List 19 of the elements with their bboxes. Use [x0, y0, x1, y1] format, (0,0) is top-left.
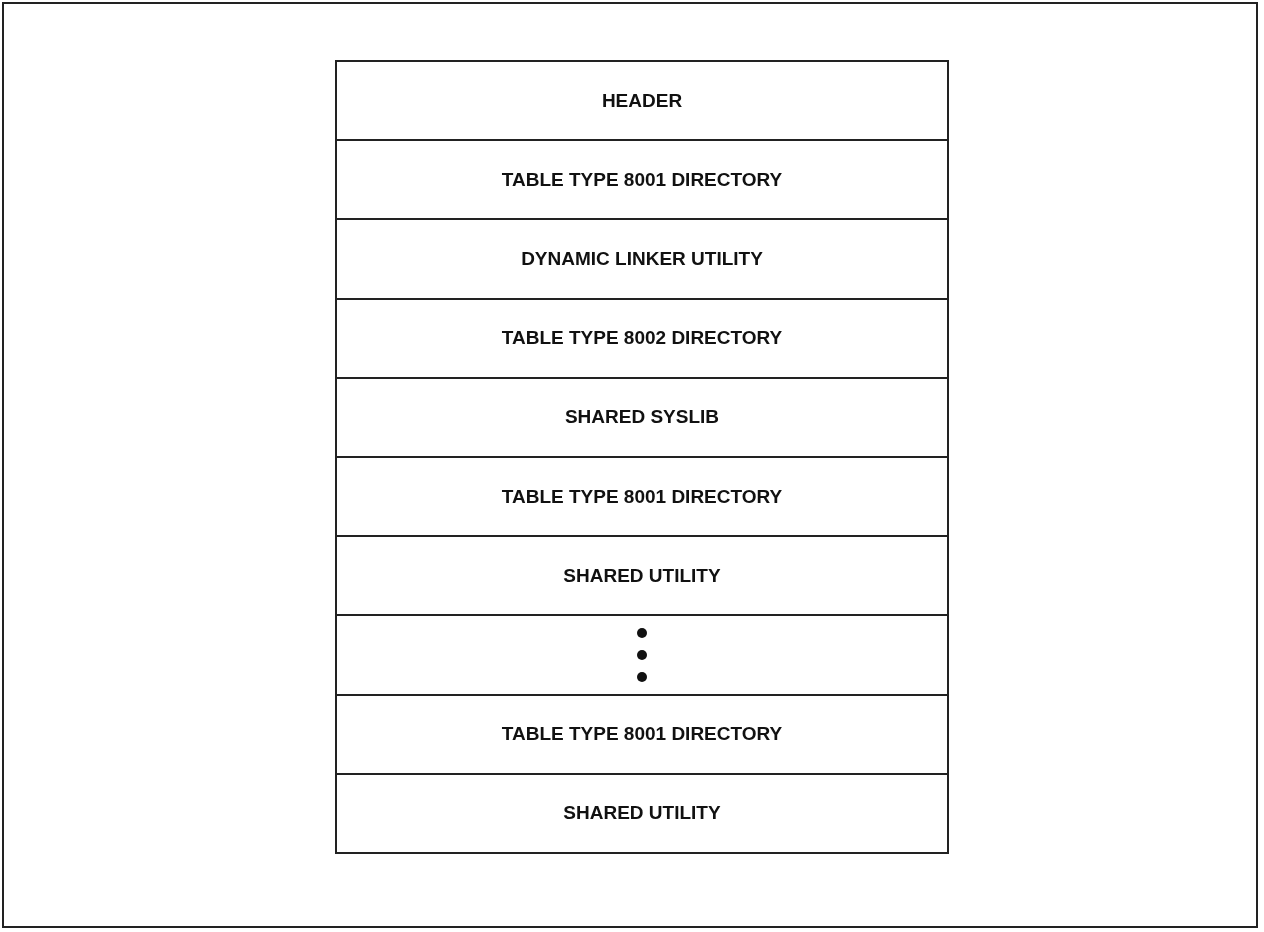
segment-label: TABLE TYPE 8001 DIRECTORY — [501, 168, 783, 191]
segment-label: SHARED SYSLIB — [564, 406, 720, 429]
memory-segment — [335, 139, 949, 221]
segment-label: TABLE TYPE 8001 DIRECTORY — [501, 485, 783, 508]
memory-segment — [335, 456, 949, 538]
segment-label: DYNAMIC LINKER UTILITY — [521, 248, 763, 270]
memory-segment — [335, 614, 949, 696]
memory-segment — [335, 535, 949, 617]
segment-label: HEADER — [601, 89, 683, 112]
segment-label: SHARED UTILITY — [563, 802, 721, 825]
memory-segment — [335, 376, 949, 458]
segment-label: TABLE TYPE 8001 DIRECTORY — [501, 723, 783, 746]
memory-segment — [335, 772, 949, 854]
segment-label: SHARED UTILITY — [563, 564, 721, 587]
memory-segment — [335, 693, 949, 775]
memory-segment — [335, 297, 949, 379]
memory-segment — [335, 218, 949, 300]
segment-label: TABLE TYPE 8002 DIRECTORY — [501, 327, 783, 350]
memory-segment — [335, 60, 949, 142]
